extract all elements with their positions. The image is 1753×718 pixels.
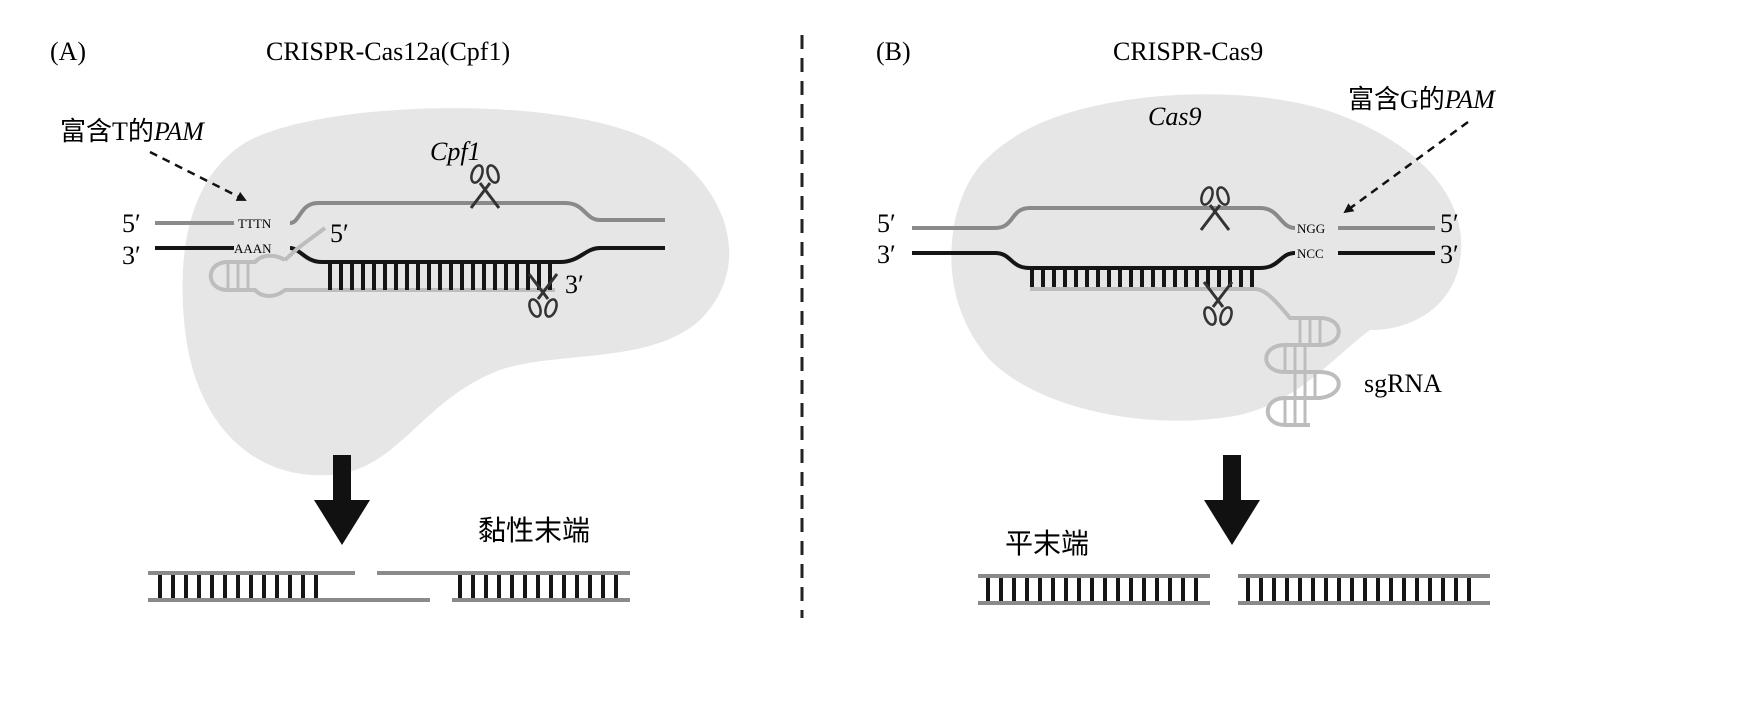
bottom-strand-3-label: 3′ <box>122 241 141 270</box>
pam-callout-arrow-b <box>1343 120 1469 214</box>
scissors-icon <box>1199 186 1231 231</box>
sticky-end-left-fragment <box>148 571 430 602</box>
blunt-end-left-fragment <box>978 574 1210 605</box>
sticky-end-right-fragment <box>377 571 630 602</box>
sgrna-target-rungs <box>1030 268 1254 289</box>
top-strand-5-label: 5′ <box>122 209 141 238</box>
crrna-hairpin-rungs <box>226 262 250 290</box>
top-strand-b <box>912 206 1296 230</box>
down-arrow-icon <box>1204 455 1260 545</box>
top-strand-bubble <box>289 201 665 225</box>
left-5-label: 5′ <box>877 209 896 238</box>
right-3-label: 3′ <box>1440 240 1459 269</box>
panel-b-title: CRISPR-Cas9 <box>1113 37 1263 66</box>
pam-seq-ngg: NGG <box>1297 221 1325 236</box>
protein-name-cpf1: Cpf1 <box>430 137 481 166</box>
pam-seq-tttn: TTTN <box>238 216 272 231</box>
result-label-blunt-ends: 平末端 <box>1005 528 1089 560</box>
blunt-end-right-fragment <box>1238 574 1490 605</box>
crrna-hairpin <box>208 253 555 298</box>
target-rna-dna-rungs <box>328 262 552 290</box>
crrna-5-tail <box>283 226 327 262</box>
pam-callout-b: 富含G的PAM <box>1348 85 1496 114</box>
panel-a: (A) CRISPR-Cas12a(Cpf1) Cpf1 富含T的PAM 5′ … <box>50 37 730 602</box>
crrna-5-label: 5′ <box>330 219 349 248</box>
panel-b: (B) CRISPR-Cas9 Cas9 富含G的PAM 5′ 3′ 5′ 3′… <box>876 37 1496 605</box>
sgrna-label: sgRNA <box>1364 369 1442 398</box>
sgrna-stem-rungs <box>1283 318 1322 425</box>
protein-name-cas9: Cas9 <box>1148 102 1201 131</box>
panel-b-label: (B) <box>876 37 911 66</box>
scissors-icon <box>527 273 559 318</box>
pam-callout-a: 富含T的PAM <box>60 117 205 146</box>
left-3-label: 3′ <box>877 240 896 269</box>
panel-a-label: (A) <box>50 37 86 66</box>
pam-seq-aaan: AAAN <box>234 241 272 256</box>
scissors-icon <box>469 164 501 209</box>
crrna-3-label: 3′ <box>565 270 584 299</box>
scissors-icon <box>1202 281 1234 326</box>
sgrna-structure <box>1030 287 1341 427</box>
panel-a-title: CRISPR-Cas12a(Cpf1) <box>266 37 510 66</box>
down-arrow-icon <box>314 455 370 545</box>
result-label-sticky-ends: 黏性末端 <box>478 515 590 547</box>
pam-callout-arrow-a <box>149 150 247 202</box>
bottom-strand-bubble <box>289 246 665 264</box>
right-5-label: 5′ <box>1440 209 1459 238</box>
pam-seq-ncc: NCC <box>1297 246 1324 261</box>
